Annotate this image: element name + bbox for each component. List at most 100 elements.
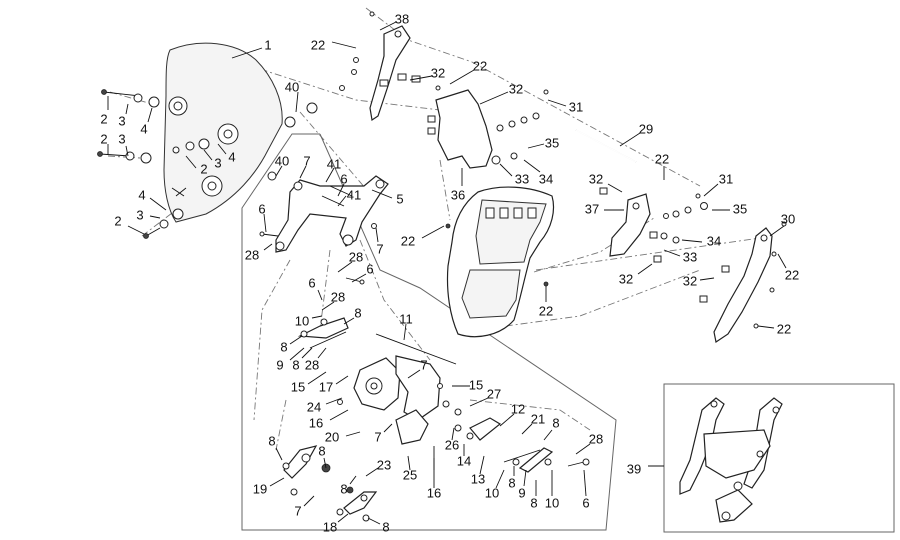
part-number-label: 2: [114, 213, 121, 228]
callout-leader-28: [337, 261, 353, 273]
callout-leader-32: [409, 75, 433, 81]
part-number-label: 22: [401, 233, 415, 248]
part-number-label: 25: [403, 467, 417, 482]
part-number-label: 22: [777, 321, 791, 336]
callout-leader-4: [149, 197, 167, 211]
callout-leader-19: [269, 477, 285, 487]
part-number-label: 28: [331, 289, 345, 304]
part-number-label: 40: [285, 79, 299, 94]
callout-leader-2: [127, 225, 145, 235]
callout-leader-28: [317, 347, 327, 359]
part-number-label: 31: [569, 99, 583, 114]
instrument-bracket: [427, 85, 549, 169]
part-number-label: 8: [280, 339, 287, 354]
part-number-label: 38: [395, 11, 409, 26]
part-number-label: 5: [396, 191, 403, 206]
callout-leader-3: [203, 149, 213, 161]
callout-leader-3: [125, 145, 129, 157]
callout-leader-26: [451, 427, 455, 441]
part-number-label: 28: [305, 357, 319, 372]
part-number-label: 8: [354, 305, 361, 320]
part-number-label: 3: [214, 155, 221, 170]
part-number-label: 41: [347, 187, 361, 202]
windscreen: [163, 42, 283, 223]
part-number-label: 2: [200, 161, 207, 176]
part-number-label: 32: [589, 171, 603, 186]
callout-leader-20: [345, 431, 361, 437]
callout-leaders: [107, 21, 787, 525]
right-mount: [599, 187, 708, 263]
assembled-bracket-frame: [663, 383, 895, 533]
screen-fasteners: [97, 89, 318, 239]
part-number-label: 22: [311, 37, 325, 52]
part-number-label: 39: [627, 461, 641, 476]
callout-leader-23: [365, 467, 379, 477]
part-number-label: 28: [245, 247, 259, 262]
part-number-label: 1: [264, 37, 271, 52]
callout-leader-28: [321, 301, 335, 311]
callout-leader-34: [523, 159, 541, 173]
callout-leader-22: [331, 41, 357, 49]
callout-leader-22: [777, 253, 787, 269]
callout-leader-7: [383, 423, 393, 433]
callout-leader-17: [335, 375, 349, 385]
part-number-label: 4: [228, 149, 235, 164]
part-number-label: 34: [539, 171, 553, 186]
part-number-label: 22: [655, 151, 669, 166]
part-number-label: 6: [258, 201, 265, 216]
part-number-label: 12: [511, 401, 525, 416]
callout-leader-8: [301, 347, 313, 359]
part-number-label: 8: [552, 415, 559, 430]
part-number-label: 29: [639, 121, 653, 136]
part-number-label: 6: [308, 275, 315, 290]
callout-leader-27: [469, 397, 489, 407]
callout-leader-8: [275, 447, 283, 461]
callout-leader-5: [371, 189, 393, 199]
callout-leader-30: [769, 225, 785, 237]
part-number-label: 11: [399, 311, 413, 326]
part-number-label: 3: [118, 113, 125, 128]
part-number-label: 6: [340, 171, 347, 186]
callout-leader-6: [337, 183, 345, 197]
callout-leader-32: [479, 91, 509, 105]
part-number-label: 4: [140, 121, 147, 136]
callout-leader-7: [303, 495, 315, 507]
part-number-label: 7: [294, 503, 301, 518]
callout-leader-10: [311, 315, 323, 319]
part-number-label: 35: [733, 201, 747, 216]
callout-leader-10: [495, 469, 505, 489]
bracket-group-frame: [241, 133, 617, 531]
callout-leader-22: [449, 69, 475, 85]
callout-leader-9: [289, 347, 305, 361]
callout-leader-6: [583, 469, 587, 497]
callout-leader-25: [407, 455, 411, 471]
callout-leader-41: [337, 195, 347, 207]
callout-leader-1: [231, 47, 263, 59]
part-number-label: 10: [545, 495, 559, 510]
cross-rod: [575, 129, 637, 163]
callout-leader-31: [547, 99, 567, 107]
callout-leader-7: [407, 369, 421, 379]
part-number-label: 28: [349, 249, 363, 264]
part-number-label: 23: [377, 457, 391, 472]
part-number-label: 20: [325, 429, 339, 444]
part-number-label: 34: [707, 233, 721, 248]
lower-mechanism: [282, 317, 590, 522]
part-number-label: 32: [431, 65, 445, 80]
callout-leader-4: [217, 143, 227, 155]
instrument-housing: [445, 186, 555, 338]
callout-leader-35: [527, 143, 545, 149]
callout-leader-6: [263, 213, 267, 233]
part-number-label: 18: [323, 519, 337, 534]
part-number-label: 21: [531, 411, 545, 426]
callout-leader-40: [295, 91, 299, 113]
callout-leader-6: [351, 273, 367, 283]
callout-leader-8: [323, 457, 327, 469]
part-number-label: 10: [295, 313, 309, 328]
callout-leader-32: [607, 183, 623, 193]
part-number-label: 30: [781, 211, 795, 226]
callout-leader-2: [185, 155, 197, 169]
part-number-label: 6: [582, 495, 589, 510]
callout-leader-7: [375, 227, 379, 243]
